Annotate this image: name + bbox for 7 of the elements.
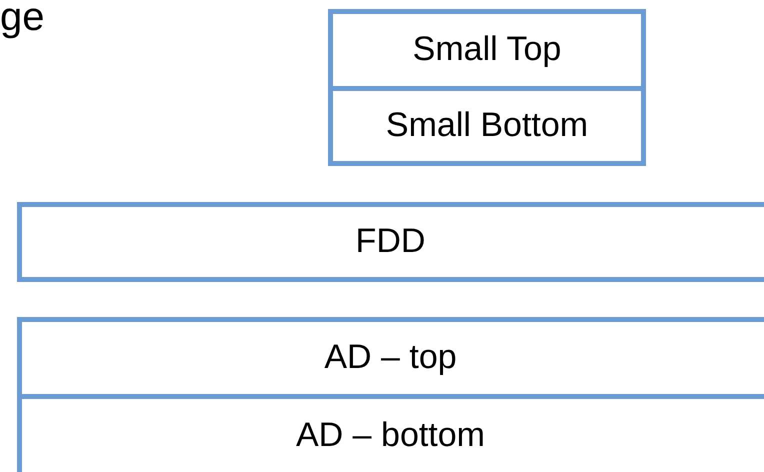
box-label: Small Bottom: [386, 107, 588, 145]
box-label: FDD: [356, 223, 426, 261]
box-label: AD – top: [324, 339, 457, 377]
heading-fragment: ge: [0, 0, 44, 37]
box-label: Small Top: [412, 31, 562, 69]
box-label: AD – bottom: [296, 417, 485, 454]
text-box: [17, 202, 764, 282]
